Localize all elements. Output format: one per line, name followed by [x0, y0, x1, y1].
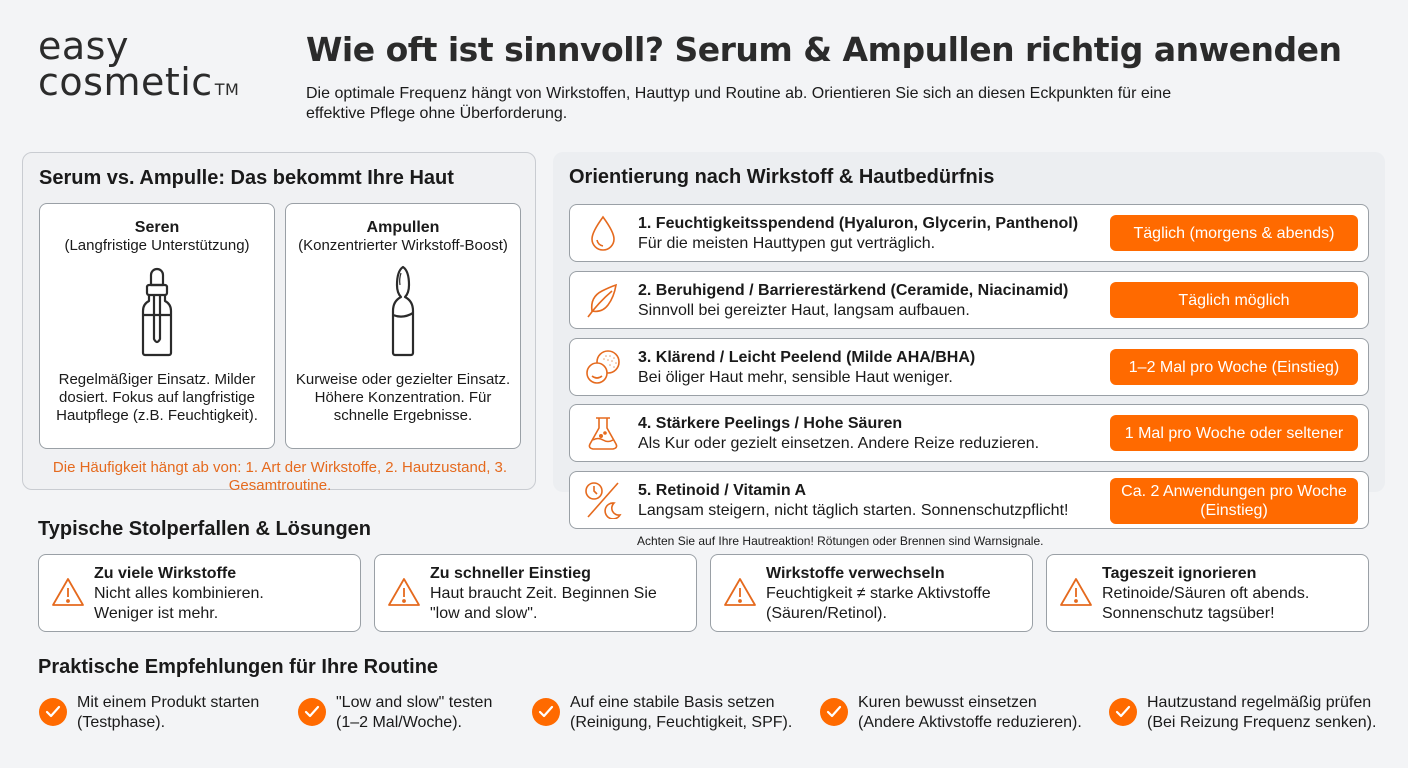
- pitfall-title: Zu schneller Einstieg: [430, 565, 591, 582]
- orientation-row: 5. Retinoid / Vitamin A Langsam steigern…: [569, 471, 1369, 529]
- card-subheading: (Konzentrierter Wirkstoff-Boost): [298, 237, 508, 254]
- warning-icon: [724, 578, 756, 606]
- card-heading: Seren: [134, 219, 180, 236]
- leaf-icon: [587, 283, 618, 318]
- pitfall-card: Zu schneller Einstieg Haut braucht Zeit.…: [374, 554, 697, 632]
- water-drop-icon: [591, 215, 615, 251]
- checkmark-icon: [1109, 698, 1137, 726]
- row-title: 2. Beruhigend / Barrierestärkend (Cerami…: [638, 282, 1069, 299]
- row-title: 5. Retinoid / Vitamin A: [638, 482, 807, 499]
- pitfall-title: Wirkstoffe verwechseln: [766, 565, 945, 582]
- row-subtitle: Sinnvoll bei gereizter Haut, langsam auf…: [638, 302, 970, 319]
- recommendation-text: Hautzustand regelmäßig prüfen (Bei Reizu…: [1147, 694, 1377, 731]
- recommendation-item: Mit einem Produkt starten (Testphase).: [38, 693, 288, 733]
- orientation-panel: Orientierung nach Wirkstoff & Hautbedürf…: [553, 152, 1385, 529]
- cotton-pads-icon: [586, 350, 620, 384]
- page-subtitle: Die optimale Frequenz hängt von Wirkstof…: [306, 85, 1172, 122]
- flask-icon: [588, 417, 618, 450]
- recommendations-title: Praktische Empfehlungen für Ihre Routine: [38, 656, 439, 678]
- ampoule-icon: [391, 265, 415, 357]
- checkmark-icon: [820, 698, 848, 726]
- orientation-row: 1. Feuchtigkeitsspendend (Hyaluron, Glyc…: [569, 204, 1369, 262]
- serum-card: Seren (Langfristige Unterstützung) Regel…: [39, 203, 275, 449]
- pitfall-card: Zu viele Wirkstoffe Nicht alles kombinie…: [38, 554, 361, 632]
- row-title: 3. Klärend / Leicht Peelend (Milde AHA/B…: [638, 349, 976, 366]
- pitfall-title: Zu viele Wirkstoffe: [94, 565, 237, 582]
- recommendation-text: Kuren bewusst einsetzen (Andere Aktivsto…: [858, 694, 1082, 731]
- comparison-title: Serum vs. Ampulle: Das bekommt Ihre Haut: [39, 167, 454, 189]
- card-subheading: (Langfristige Unterstützung): [64, 237, 250, 254]
- orientation-row: 4. Stärkere Peelings / Hohe Säuren Als K…: [569, 404, 1369, 462]
- warning-icon: [1060, 578, 1092, 606]
- row-title: 1. Feuchtigkeitsspendend (Hyaluron, Glyc…: [638, 215, 1079, 232]
- page-title: Wie oft ist sinnvoll? Serum & Ampullen r…: [306, 30, 1342, 69]
- frequency-badge: Täglich möglich: [1110, 282, 1358, 318]
- recommendation-text: Mit einem Produkt starten (Testphase).: [77, 694, 260, 731]
- recommendation-item: Auf eine stabile Basis setzen (Reinigung…: [531, 693, 811, 733]
- skin-reaction-warning: Achten Sie auf Ihre Hautreaktion! Rötung…: [637, 534, 1044, 548]
- ampoule-card: Ampullen (Konzentrierter Wirkstoff-Boost…: [285, 203, 521, 449]
- brand-line2: cosmetic: [38, 60, 213, 104]
- frequency-badge: 1–2 Mal pro Woche (Einstieg): [1110, 349, 1358, 385]
- pitfalls-title: Typische Stolperfallen & Lösungen: [38, 518, 372, 540]
- pitfall-card: Wirkstoffe verwechseln Feuchtigkeit ≠ st…: [710, 554, 1033, 632]
- recommendation-item: "Low and slow" testen (1–2 Mal/Woche).: [297, 693, 527, 733]
- card-description: Kurweise oder gezielter Einsatz. Höhere …: [295, 371, 511, 424]
- comparison-panel: Serum vs. Ampulle: Das bekommt Ihre Haut…: [22, 152, 536, 494]
- checkmark-icon: [39, 698, 67, 726]
- frequency-factors-note: Die Häufigkeit hängt ab von: 1. Art der …: [52, 459, 508, 494]
- warning-icon: [388, 578, 420, 606]
- recommendation-text: Auf eine stabile Basis setzen (Reinigung…: [570, 694, 793, 731]
- pitfall-text: Nicht alles kombinieren. Weniger ist meh…: [94, 585, 264, 622]
- checkmark-icon: [532, 698, 560, 726]
- pitfall-text: Haut braucht Zeit. Beginnen Sie "low and…: [430, 585, 657, 622]
- orientation-title: Orientierung nach Wirkstoff & Hautbedürf…: [569, 166, 995, 188]
- brand-line1: easy: [38, 24, 129, 68]
- orientation-row: 3. Klärend / Leicht Peelend (Milde AHA/B…: [569, 338, 1369, 396]
- row-subtitle: Langsam steigern, nicht täglich starten.…: [638, 502, 1069, 519]
- orientation-row: 2. Beruhigend / Barrierestärkend (Cerami…: [569, 271, 1369, 329]
- recommendation-item: Hautzustand regelmäßig prüfen (Bei Reizu…: [1108, 693, 1398, 733]
- warning-icon: [52, 578, 84, 606]
- frequency-badge: Täglich (morgens & abends): [1110, 215, 1358, 251]
- row-subtitle: Bei öliger Haut mehr, sensible Haut weni…: [638, 369, 953, 386]
- frequency-badge: 1 Mal pro Woche oder seltener: [1110, 415, 1358, 451]
- frequency-badge: Ca. 2 Anwendungen pro Woche (Einstieg): [1110, 478, 1358, 524]
- row-title: 4. Stärkere Peelings / Hohe Säuren: [638, 415, 903, 432]
- dropper-bottle-icon: [141, 267, 173, 357]
- recommendation-text: "Low and slow" testen (1–2 Mal/Woche).: [336, 694, 493, 731]
- card-heading: Ampullen: [366, 219, 440, 236]
- checkmark-icon: [298, 698, 326, 726]
- pitfall-text: Retinoide/Säuren oft abends. Sonnenschut…: [1102, 585, 1310, 622]
- trademark: TM: [214, 80, 240, 99]
- recommendation-item: Kuren bewusst einsetzen (Andere Aktivsto…: [819, 693, 1099, 733]
- clock-moon-icon: [585, 482, 622, 519]
- pitfall-card: Tageszeit ignorieren Retinoide/Säuren of…: [1046, 554, 1369, 632]
- row-subtitle: Für die meisten Hauttypen gut verträglic…: [638, 235, 936, 252]
- pitfall-title: Tageszeit ignorieren: [1102, 565, 1257, 582]
- row-subtitle: Als Kur oder gezielt einsetzen. Andere R…: [638, 435, 1040, 452]
- pitfall-text: Feuchtigkeit ≠ starke Aktivstoffe (Säure…: [766, 585, 991, 622]
- card-description: Regelmäßiger Einsatz. Milder dosiert. Fo…: [56, 371, 258, 424]
